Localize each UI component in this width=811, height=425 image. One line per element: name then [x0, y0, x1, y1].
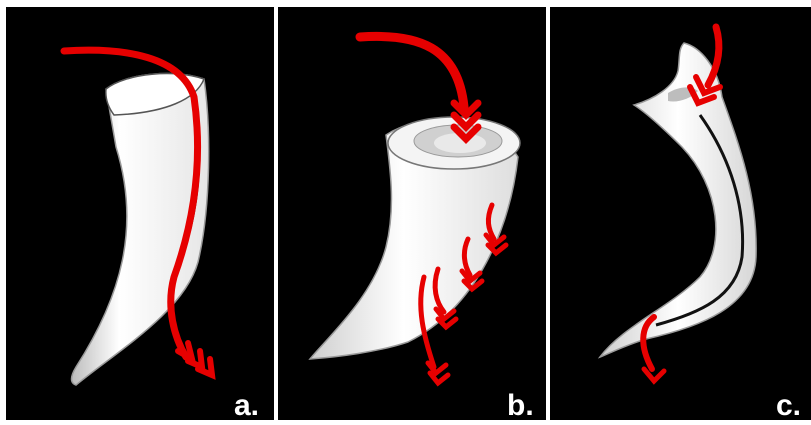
panel-b: b.	[278, 7, 546, 420]
panel-b-drawing	[278, 7, 546, 420]
panel-a: a.	[6, 7, 274, 420]
panel-a-drawing	[6, 7, 274, 420]
panel-label-b: b.	[507, 391, 534, 420]
panel-c: c.	[550, 7, 811, 420]
flow-arrow-b-main	[360, 36, 464, 107]
panel-label-a: a.	[234, 391, 259, 420]
panel-c-drawing	[550, 7, 811, 420]
panel-label-c: c.	[776, 391, 801, 420]
arrow-head-b-1	[428, 363, 448, 383]
